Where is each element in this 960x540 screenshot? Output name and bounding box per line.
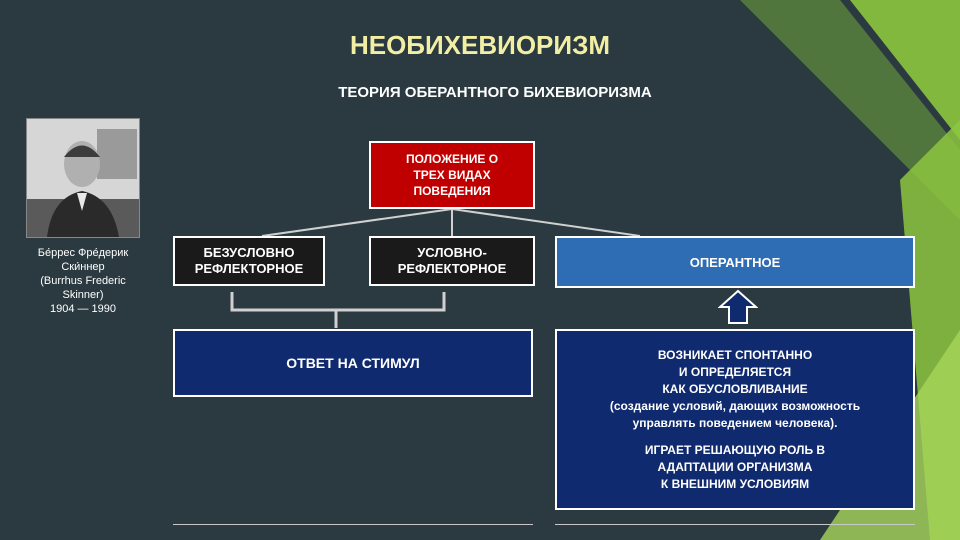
- desc-line: К ВНЕШНИМ УСЛОВИЯМ: [660, 476, 810, 491]
- desc-line: АДАПТАЦИИ ОРГАНИЗМА: [657, 459, 813, 474]
- type-box-unconditioned: БЕЗУСЛОВНО РЕФЛЕКТОРНОЕ: [173, 236, 325, 286]
- bottom-divider-left: [173, 524, 533, 525]
- type-line: БЕЗУСЛОВНО: [203, 245, 295, 260]
- type-line: РЕФЛЕКТОРНОЕ: [194, 261, 304, 276]
- page-subtitle: ТЕОРИЯ ОБЕРАНТНОГО БИХЕВИОРИЗМА: [338, 84, 652, 101]
- operant-description-box: ВОЗНИКАЕТ СПОНТАННО И ОПРЕДЕЛЯЕТСЯ КАК О…: [555, 329, 915, 510]
- page-title: НЕОБИХЕВИОРИЗМ: [349, 30, 611, 60]
- desc-line: ИГРАЕТ РЕШАЮЩУЮ РОЛЬ В: [644, 442, 826, 457]
- root-line: ПОЛОЖЕНИЕ О: [405, 152, 499, 166]
- type-box-conditioned: УСЛОВНО- РЕФЛЕКТОРНОЕ: [369, 236, 535, 286]
- up-arrow-icon: [718, 289, 758, 324]
- desc-line: управлять поведением человека).: [632, 415, 838, 430]
- portrait-caption: Бе́ррес Фре́дерик Ски́ннер (Burrhus Fred…: [24, 246, 142, 316]
- desc-line: ВОЗНИКАЕТ СПОНТАННО: [657, 347, 813, 362]
- caption-line: (Burrhus Frederic: [40, 275, 126, 287]
- caption-line: Бе́ррес Фре́дерик: [37, 247, 129, 259]
- portrait-drawing: [27, 119, 139, 237]
- root-line: ТРЕХ ВИДАХ: [413, 168, 491, 182]
- portrait-photo: [26, 118, 140, 238]
- root-line: ПОВЕДЕНИЯ: [413, 184, 491, 198]
- root-box-three-types: ПОЛОЖЕНИЕ О ТРЕХ ВИДАХ ПОВЕДЕНИЯ: [369, 141, 535, 209]
- caption-line: Skinner): [62, 289, 104, 301]
- type-box-operant: ОПЕРАНТНОЕ: [555, 236, 915, 288]
- type-line: УСЛОВНО-: [417, 245, 487, 260]
- caption-line: 1904 — 1990: [49, 303, 117, 315]
- response-box: ОТВЕТ НА СТИМУЛ: [173, 329, 533, 397]
- desc-line: И ОПРЕДЕЛЯЕТСЯ: [678, 364, 792, 379]
- caption-line: Ски́ннер: [61, 261, 105, 273]
- type-line: РЕФЛЕКТОРНОЕ: [397, 261, 507, 276]
- bottom-divider-right: [555, 524, 915, 525]
- desc-line: КАК ОБУСЛОВЛИВАНИЕ: [662, 381, 808, 396]
- desc-line: (создание условий, дающих возможность: [609, 398, 861, 413]
